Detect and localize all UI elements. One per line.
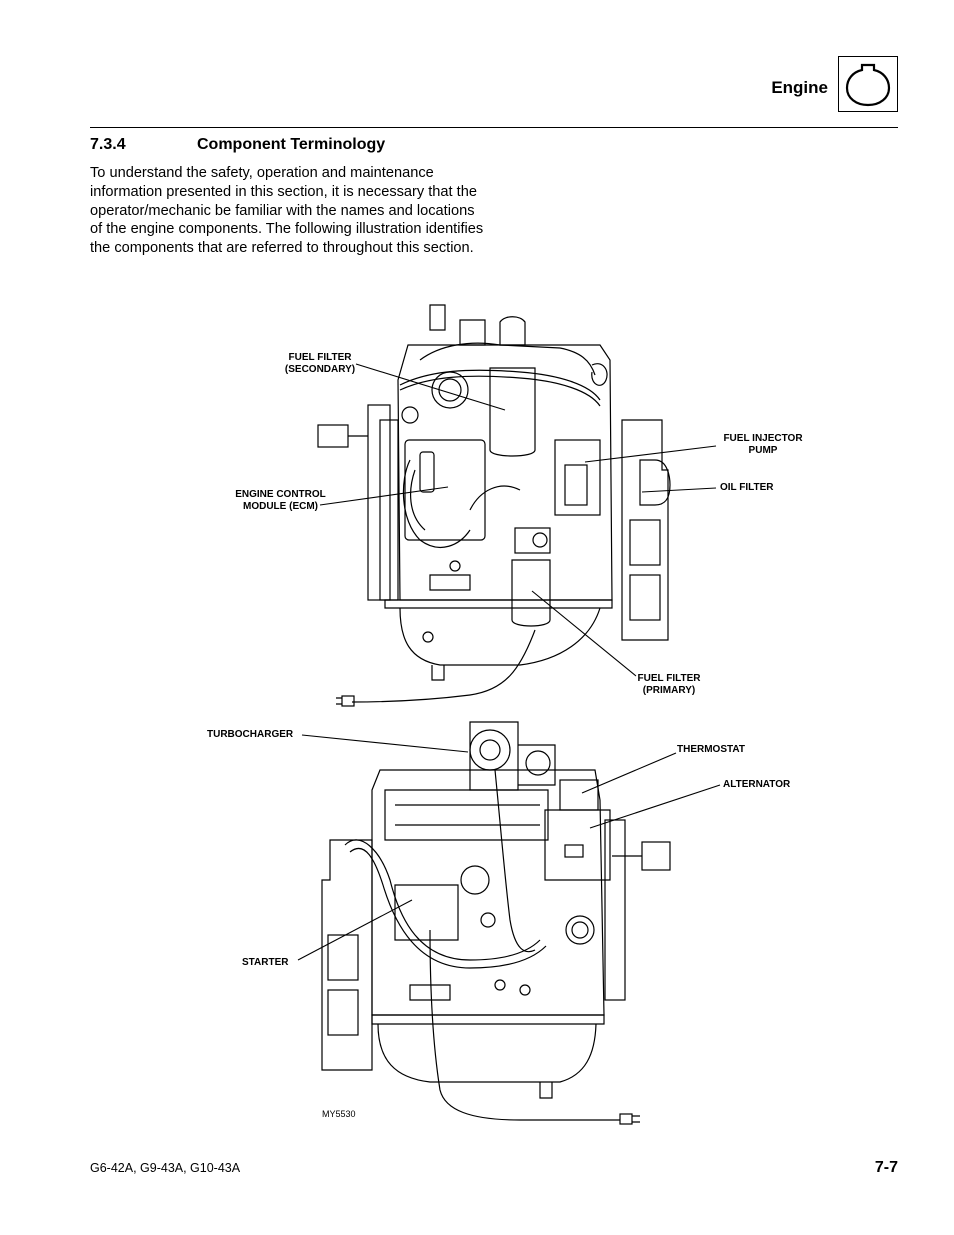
section-number: 7.3.4	[90, 136, 126, 153]
engine-outline-icon	[838, 56, 898, 112]
section-title: Component Terminology	[197, 136, 386, 153]
label-fuel-filter-secondary: FUEL FILTER(SECONDARY)	[284, 352, 356, 375]
footer-model-list: G6-42A, G9-43A, G10-43A	[90, 1161, 241, 1175]
engine-bottom-view	[321, 721, 671, 1125]
label-alternator: ALTERNATOR	[723, 779, 791, 790]
intro-paragraph: To understand the safety, operation and …	[90, 165, 484, 257]
label-oil-filter: OIL FILTER	[720, 482, 774, 493]
label-fuel-filter-primary: FUEL FILTER(PRIMARY)	[637, 673, 701, 696]
label-turbocharger: TURBOCHARGER	[207, 729, 294, 740]
engine-top-view	[317, 304, 671, 707]
section-header-title: Engine	[771, 78, 828, 97]
label-starter: STARTER	[242, 957, 289, 968]
label-thermostat: THERMOSTAT	[677, 744, 745, 755]
page-number: 7-7	[874, 1159, 898, 1176]
header-divider	[90, 127, 898, 128]
figure-id: MY5530	[322, 1109, 356, 1119]
